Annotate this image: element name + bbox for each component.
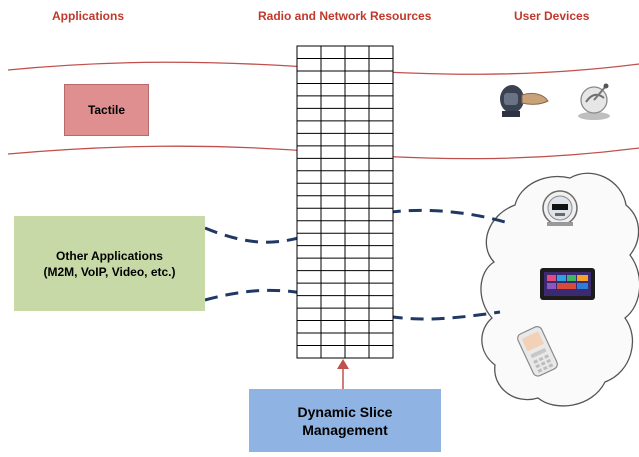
tablet-icon <box>540 268 595 300</box>
tactile-app-box: Tactile <box>64 84 149 136</box>
radio-resources-header: Radio and Network Resources <box>258 9 432 23</box>
other-applications-box: Other Applications (M2M, VoIP, Video, et… <box>14 216 205 311</box>
mobile-phone-icon <box>517 326 558 377</box>
slice-control-arrow <box>337 359 349 389</box>
user-devices-header: User Devices <box>514 9 590 23</box>
smart-meter-icon <box>542 190 578 226</box>
upper-dashed-link <box>204 208 506 244</box>
other-apps-line1: Other Applications <box>56 248 163 263</box>
lower-dashed-link <box>204 288 501 321</box>
applications-header: Applications <box>52 9 125 23</box>
tactile-label: Tactile <box>87 103 126 117</box>
slice-mgmt-line2: Management <box>302 421 388 438</box>
haptic-arm-icon <box>578 83 610 120</box>
slice-mgmt-line1: Dynamic Slice <box>297 403 393 420</box>
resource-grid <box>296 45 394 359</box>
dynamic-slice-management-box: Dynamic Slice Management <box>249 389 441 452</box>
other-apps-line2: (M2M, VoIP, Video, etc.) <box>43 264 176 279</box>
haptic-glove-icon <box>500 85 549 117</box>
